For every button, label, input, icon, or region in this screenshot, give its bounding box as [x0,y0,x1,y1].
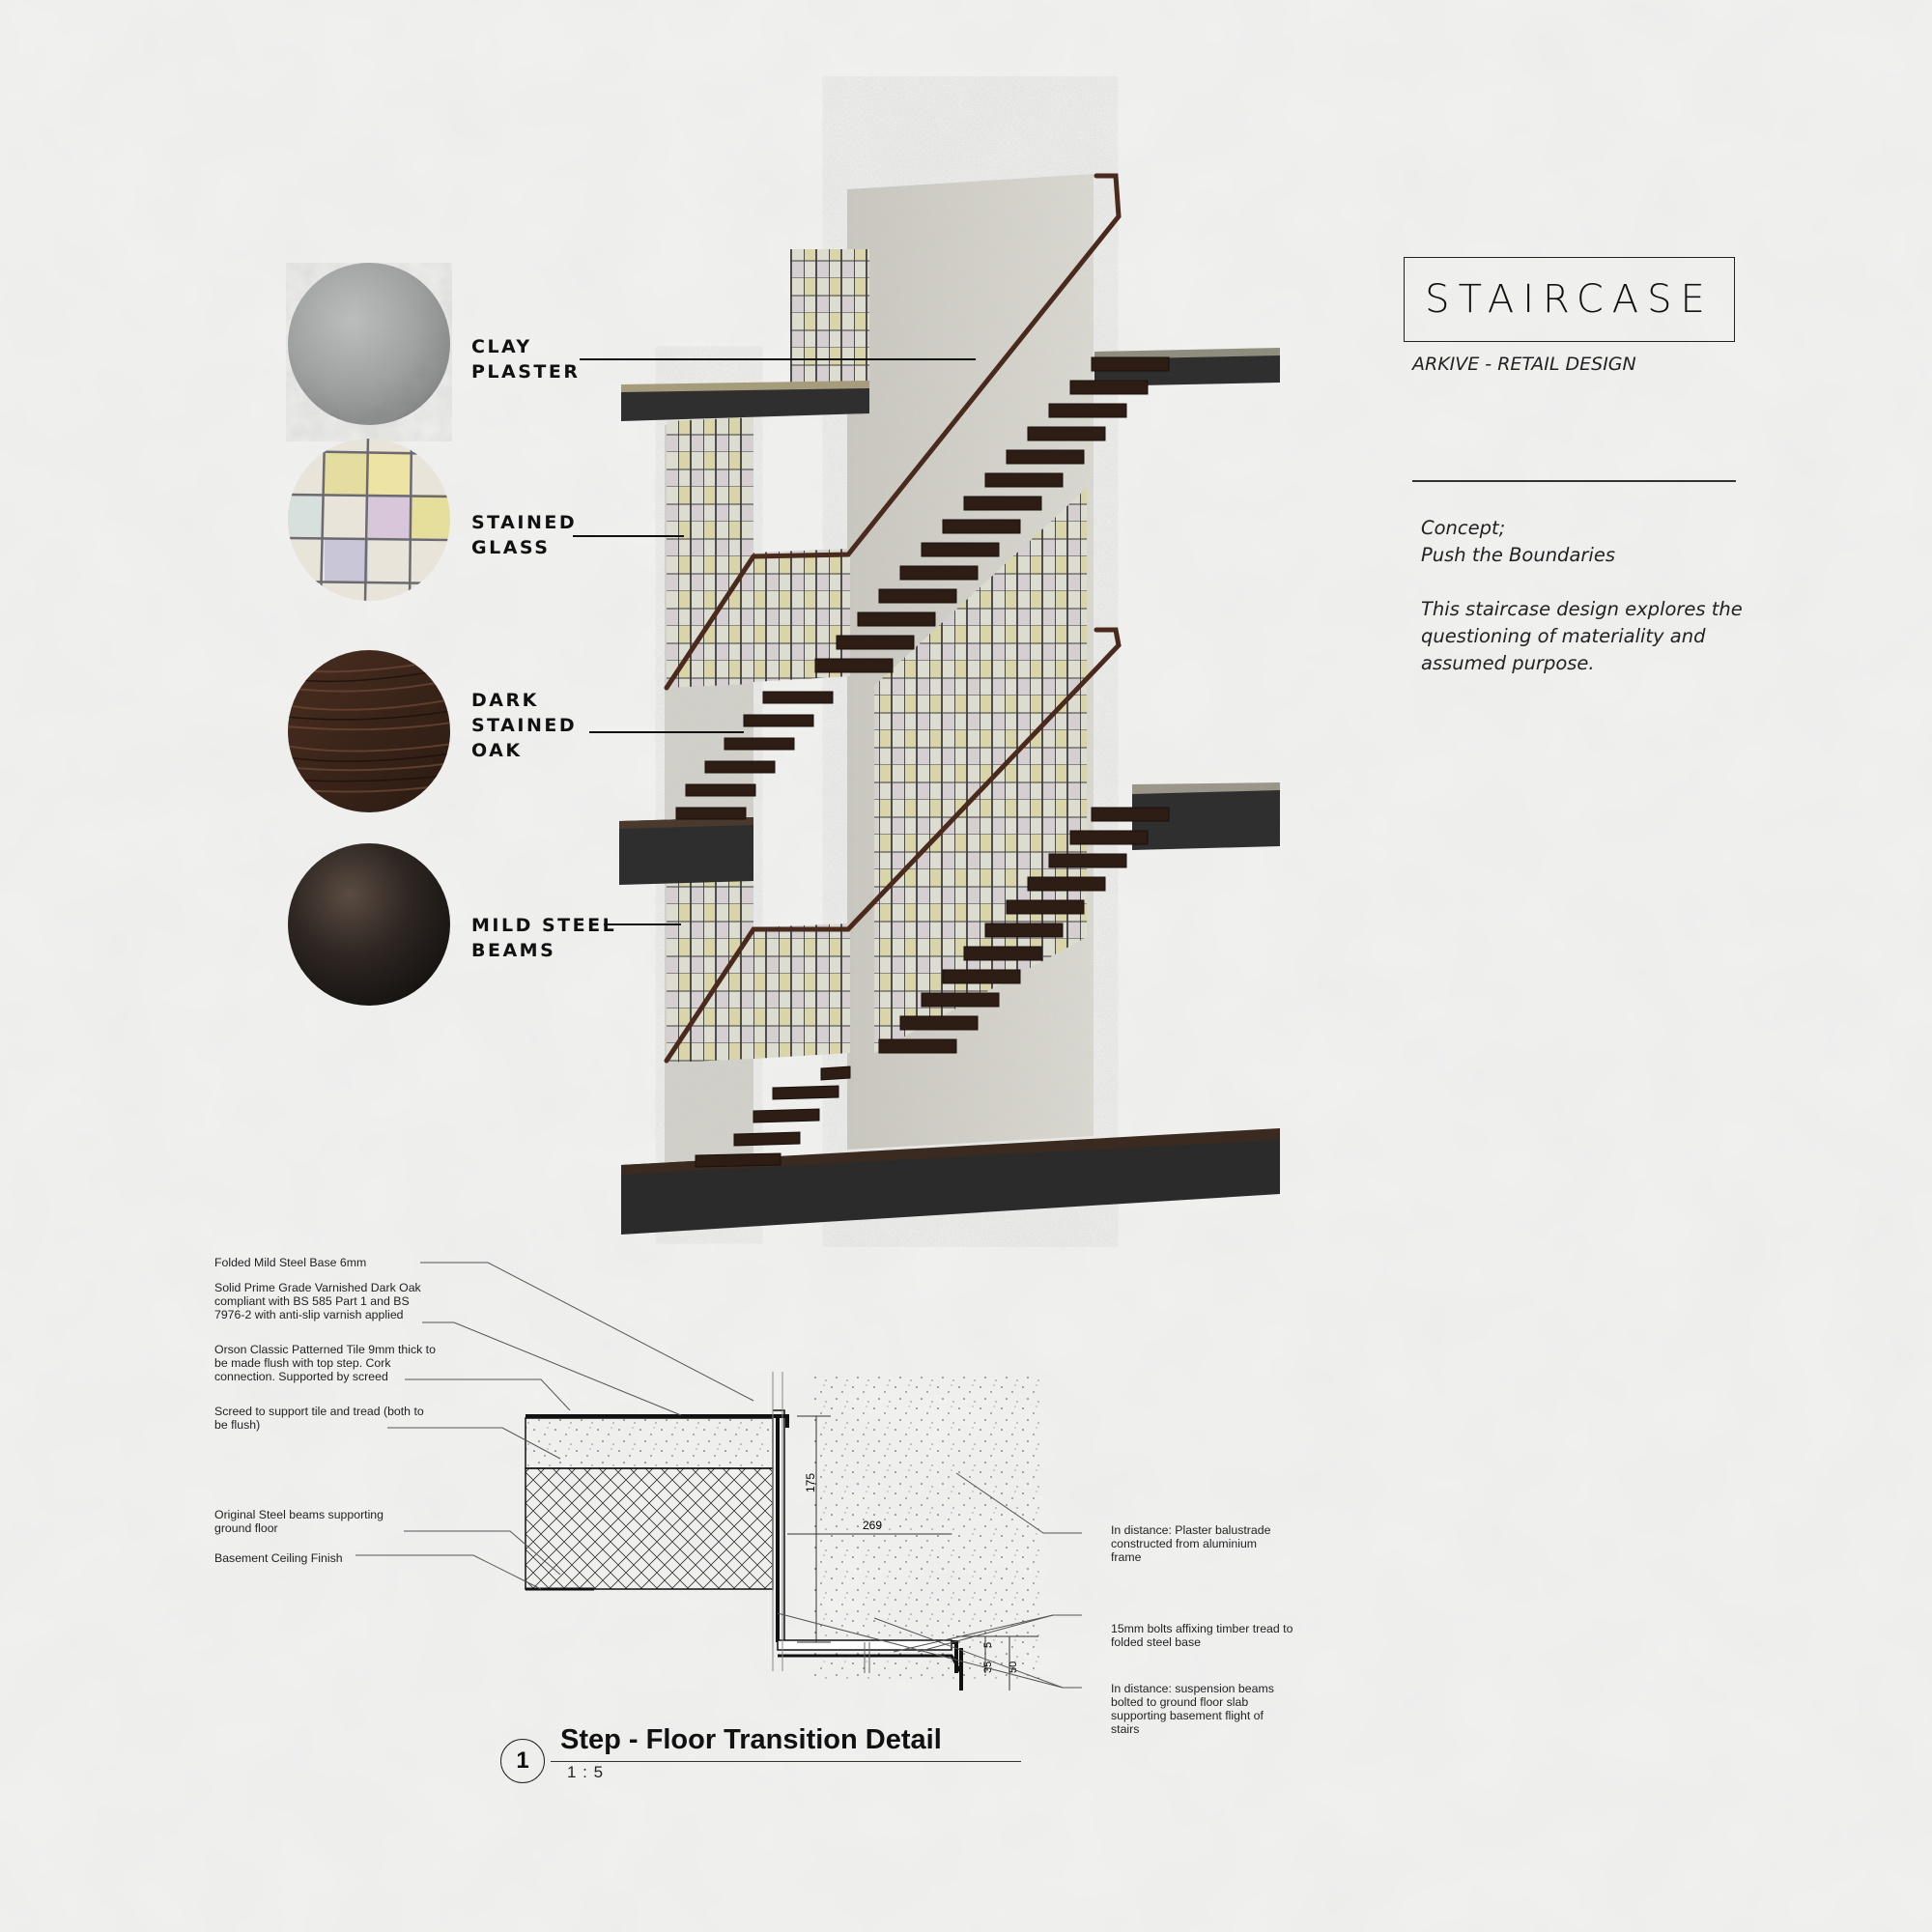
note-steel-beams: Original Steel beams supporting ground f… [214,1508,384,1535]
note-line: be flush) [214,1418,261,1432]
note-line: Solid Prime Grade Varnished Dark Oak [214,1281,421,1294]
concept-tagline: Push the Boundaries [1421,544,1615,566]
note-screed: Screed to support tile and tread (both t… [214,1405,424,1432]
stair-flight-lower [878,807,1170,1054]
note-folded-steel-base: Folded Mild Steel Base 6mm [214,1256,366,1269]
note-line: connection. Supported by screed [214,1370,388,1383]
note-line: Folded Mild Steel Base 6mm [214,1256,367,1269]
note-line: In distance: suspension beams [1111,1682,1274,1695]
detail-scale: 1 : 5 [567,1763,605,1781]
dimension-35: 35 [982,1662,994,1673]
note-basement-ceiling: Basement Ceiling Finish [214,1551,343,1565]
note-line: stairs [1111,1722,1140,1736]
handrail [664,173,1122,1064]
note-line: supporting basement flight of [1111,1709,1264,1722]
note-line: ground floor [214,1521,278,1535]
note-line: Orson Classic Patterned Tile 9mm thick t… [214,1343,436,1356]
material-label-clay-plaster: CLAY PLASTER [471,334,581,384]
note-bolts: 15mm bolts affixing timber tread to fold… [1111,1622,1293,1649]
note-line: 15mm bolts affixing timber tread to [1111,1622,1293,1635]
concept-body-line: assumed purpose. [1421,652,1595,674]
material-label-dark-oak: DARK STAINED OAK [471,688,577,763]
detail-number-badge: 1 [500,1739,545,1783]
note-line: Original Steel beams supporting [214,1508,384,1521]
stair-flight-mid [675,691,834,820]
note-line: Basement Ceiling Finish [214,1551,343,1565]
stained-glass-panel [667,417,753,688]
label-line: CLAY [471,336,532,357]
label-line: MILD STEEL [471,915,617,936]
stained-glass-panel [753,549,850,682]
note-line: bolted to ground floor slab [1111,1695,1249,1709]
note-line: In distance: Plaster balustrade [1111,1523,1271,1537]
note-dark-oak-tread: Solid Prime Grade Varnished Dark Oak com… [214,1281,421,1321]
note-suspension-beams: In distance: suspension beams bolted to … [1111,1682,1274,1736]
dimension-5: 5 [982,1642,994,1648]
note-patterned-tile: Orson Classic Patterned Tile 9mm thick t… [214,1343,436,1383]
dark-oak-swatch [288,650,450,812]
staircase-render [619,173,1280,1235]
dimension-riser: 175 [804,1473,817,1492]
concept-body-line: This staircase design explores the [1421,598,1743,620]
label-line: BEAMS [471,940,556,961]
project-subtitle: ARKIVE - RETAIL DESIGN [1412,354,1636,375]
floor-slab [619,817,753,885]
stair-flight-bottom [695,1065,851,1168]
material-swatches [288,263,450,1006]
concept-text: Concept; Push the Boundaries This stairc… [1421,515,1769,677]
note-line: compliant with BS 585 Part 1 and BS [214,1294,410,1308]
floor-slab [621,381,869,421]
label-line: STAINED [471,715,578,736]
stained-glass-panel [753,923,850,1059]
divider [1412,480,1736,482]
detail-title: Step - Floor Transition Detail [560,1724,942,1755]
note-line: be made flush with top step. Cork [214,1356,391,1370]
label-line: GLASS [471,537,551,558]
material-label-stained-glass: STAINED GLASS [471,510,577,560]
note-line: frame [1111,1550,1142,1564]
page-title: STAIRCASE [1404,257,1735,342]
label-line: PLASTER [471,361,581,383]
label-line: DARK [471,690,539,711]
floor-slab [1132,782,1280,850]
concept-heading: Concept; [1421,517,1506,539]
note-line: Screed to support tile and tread (both t… [214,1405,424,1418]
detail-title-underline [551,1761,1021,1763]
note-line: 7976-2 with anti-slip varnish applied [214,1308,404,1321]
mild-steel-swatch [288,843,450,1006]
stair-flight-upper [814,356,1170,673]
label-line: STAINED [471,512,578,533]
note-line: constructed from aluminium [1111,1537,1258,1550]
ground-slab [621,1128,1280,1235]
stained-glass-panel [790,249,869,388]
section-detail-drawing: 175 269 35 5 50 [355,1262,1082,1690]
material-label-mild-steel: MILD STEEL BEAMS [471,913,616,963]
note-line: folded steel base [1111,1635,1201,1649]
leader-lines [573,358,976,925]
concept-body-line: questioning of materiality and [1421,625,1706,647]
stained-glass-panel [667,877,753,1063]
stained-glass-swatch [288,439,450,601]
note-plaster-balustrade: In distance: Plaster balustrade construc… [1111,1523,1270,1564]
dimension-tread: 269 [863,1519,882,1532]
label-line: OAK [471,740,523,761]
